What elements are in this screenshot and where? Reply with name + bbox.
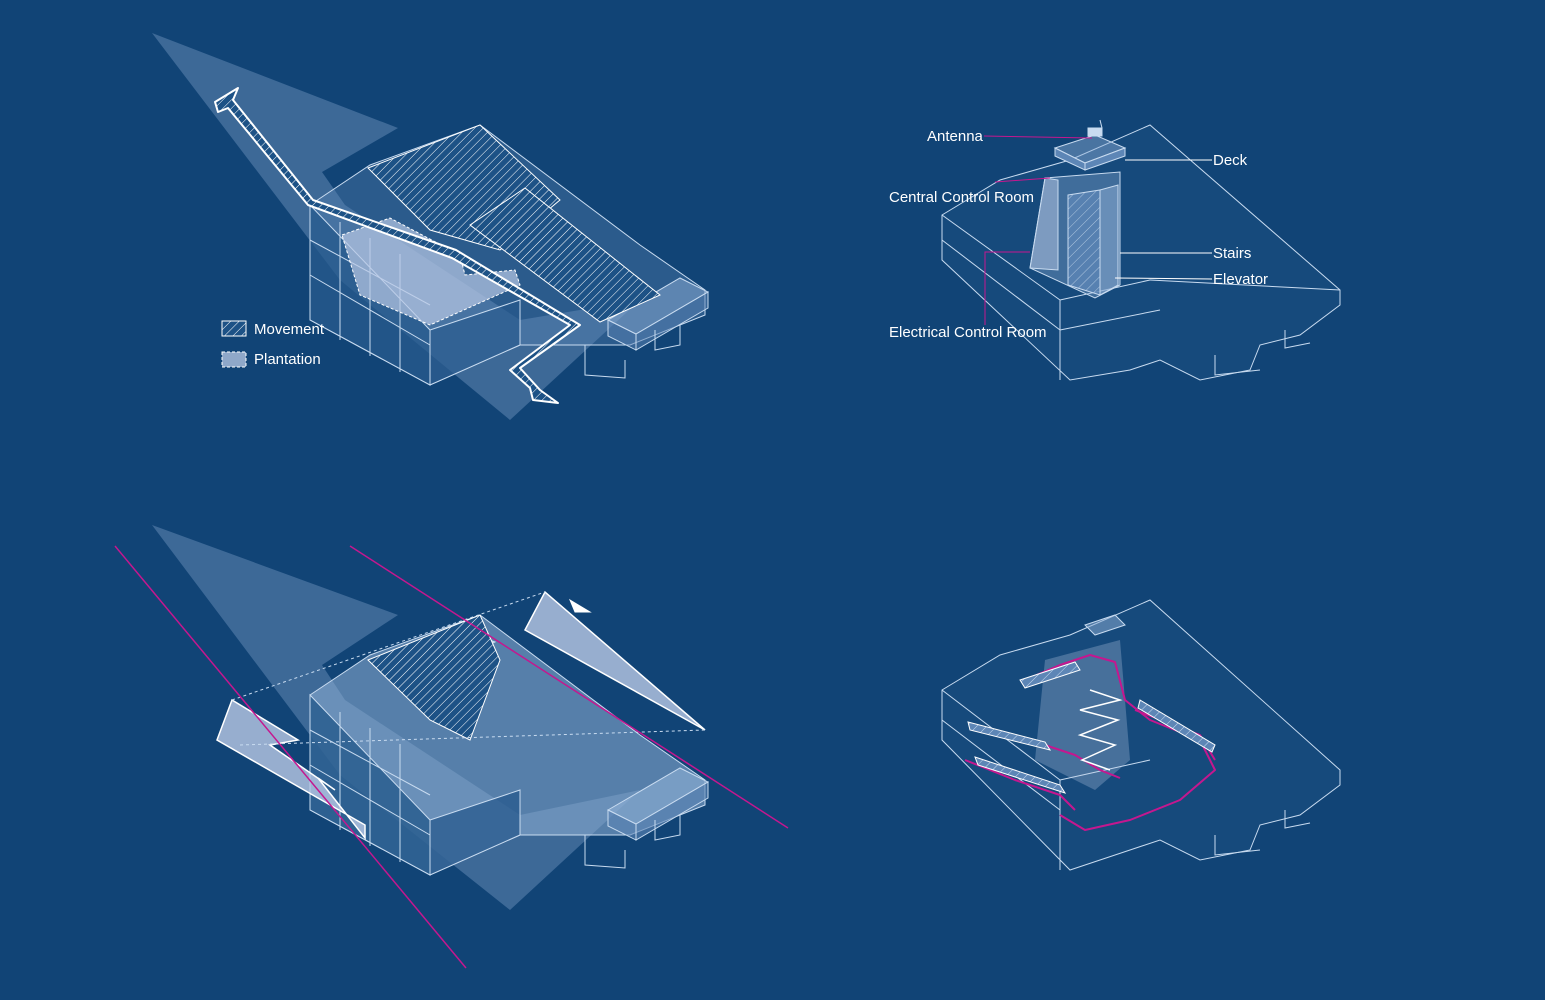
sun-lines [114, 545, 789, 969]
label-stairs: Stairs [1213, 245, 1252, 262]
solid-triangle-right [523, 590, 706, 731]
building-outline-lower-right [941, 599, 1341, 871]
legend-plantation-label: Plantation [254, 351, 321, 368]
building-block-lower [309, 614, 710, 876]
diagram-sun-solids [114, 525, 789, 969]
roof-hatch-lower [367, 614, 501, 741]
diagram-movement-plantation [152, 33, 710, 420]
diagram-tower-labeled [941, 119, 1341, 381]
label-antenna: Antenna [927, 128, 983, 145]
solid-sliver [568, 598, 592, 613]
tower-volume-lower-right [1035, 640, 1130, 790]
diagram-circulation [941, 599, 1341, 871]
label-deck: Deck [1213, 152, 1248, 169]
stair-runs [967, 661, 1216, 794]
ramp-zigzag [1077, 689, 1123, 771]
plantation-area [341, 217, 521, 326]
label-elevator: Elevator [1213, 271, 1269, 288]
label-electrical-control-room: Electrical Control Room [889, 324, 1047, 341]
movement-arrow [214, 87, 581, 404]
tower-leader-lines [983, 135, 1213, 325]
label-central-control-room: Central Control Room [889, 189, 1035, 206]
legend-movement-label: Movement [254, 321, 325, 338]
projection-lines [231, 591, 706, 746]
movement-ramp [469, 187, 661, 323]
legend-plantation-swatch [221, 351, 247, 368]
legend-movement-swatch [221, 320, 247, 337]
